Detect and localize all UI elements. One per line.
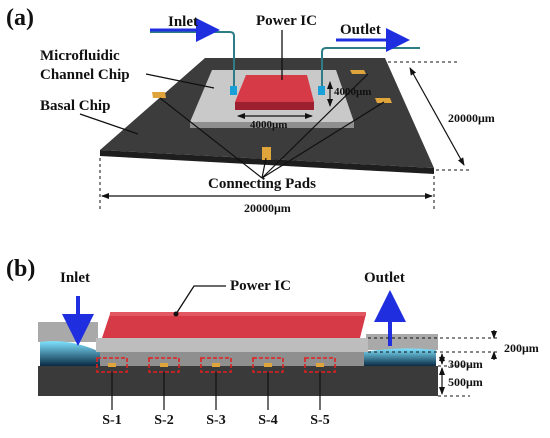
power-ic-leader-b <box>175 285 226 315</box>
inlet-label-b: Inlet <box>60 270 90 286</box>
outlet-label-b: Outlet <box>364 270 405 286</box>
basal-width-label: 20000μm <box>244 201 291 215</box>
right-shoulder <box>366 334 438 350</box>
sensor-label-5: S-5 <box>310 413 329 428</box>
sensor-pad-4 <box>264 363 272 367</box>
basal-chip-leader <box>79 113 139 135</box>
inlet-channel <box>40 341 100 366</box>
sensor-box-3 <box>200 357 232 373</box>
outlet-tube <box>321 47 420 86</box>
basal-depth-label: 20000μm <box>448 111 495 125</box>
outlet-channel <box>364 348 436 366</box>
sensor-label-1: S-1 <box>102 413 121 428</box>
power-ic-block <box>102 314 366 338</box>
basal-layer <box>38 366 438 396</box>
sensor-pad-2 <box>160 363 168 367</box>
sensor-pad-3 <box>212 363 220 367</box>
power-ic-top-edge <box>110 312 366 316</box>
top-layer <box>96 338 368 352</box>
sensor-label-3: S-3 <box>206 413 225 428</box>
sensor-box-2 <box>148 357 180 373</box>
ic-width-label: 4000μm <box>250 119 287 131</box>
panel-a: (a) Inlet Power I <box>6 5 495 215</box>
panel-b-tag: (b) <box>6 256 35 282</box>
power-ic-chip <box>230 75 325 110</box>
connecting-pads <box>152 70 392 160</box>
layer-dimensions <box>368 330 500 397</box>
sensor-box-5 <box>304 357 336 373</box>
sensor-label-2: S-2 <box>154 413 173 428</box>
power-ic-leader-dot <box>173 311 179 317</box>
outlet-label-a: Outlet <box>340 22 381 38</box>
channel-layer <box>100 352 364 366</box>
left-shoulder <box>38 322 98 342</box>
sensor-pad-5 <box>316 363 324 367</box>
sensor-box-1 <box>96 357 128 373</box>
inlet-label-a: Inlet <box>168 14 198 30</box>
ic-dimensions <box>237 81 333 119</box>
power-ic-label-b: Power IC <box>230 278 291 294</box>
middle-layer-dim-label: 300μm <box>448 357 483 371</box>
sensor-box-4 <box>252 357 284 373</box>
ic-height-label: 4000μm <box>334 86 371 98</box>
basal-chip-label: Basal Chip <box>40 98 110 114</box>
top-layer-dim-label: 200μm <box>504 341 539 355</box>
connecting-pads-leaders <box>159 73 385 179</box>
connecting-pads-label: Connecting Pads <box>208 176 316 192</box>
power-ic-label-a: Power IC <box>256 13 317 29</box>
sensor-label-4: S-4 <box>258 413 277 428</box>
bottom-layer-dim-label: 500μm <box>448 375 483 389</box>
sensor-group: S-1 S-2 S-3 S-4 S-5 <box>96 357 336 428</box>
channel-chip-leader <box>145 73 215 89</box>
basal-dimensions <box>99 61 470 210</box>
sensor-pad-1 <box>108 363 116 367</box>
channel-chip-label-line1: Microfluidic <box>40 48 120 64</box>
channel-chip-label-line2: Channel Chip <box>40 67 130 83</box>
inlet-tube <box>150 31 235 86</box>
panel-a-tag: (a) <box>6 5 34 31</box>
